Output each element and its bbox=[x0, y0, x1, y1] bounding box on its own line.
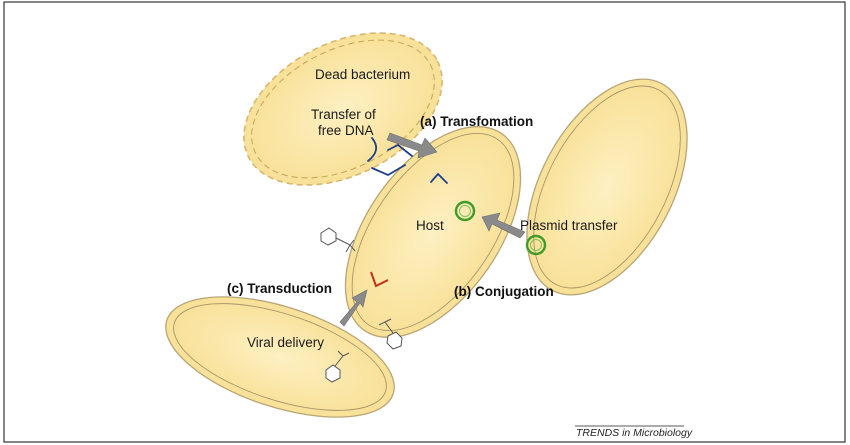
free-dna-fragments bbox=[367, 137, 448, 184]
figure-frame bbox=[3, 1, 846, 443]
plasmid-ring-icon bbox=[525, 234, 547, 256]
bacteriophage-icon bbox=[325, 350, 350, 383]
donor-bacterium bbox=[526, 78, 688, 296]
transfer-label-line2: free DNA bbox=[318, 123, 374, 138]
viral-delivery-label: Viral delivery bbox=[247, 335, 324, 350]
plasmid-ring-icon bbox=[454, 200, 476, 222]
conjugation-arrow bbox=[481, 212, 526, 239]
viral-bacterium bbox=[165, 296, 395, 418]
transfer-label-line1: Transfer of bbox=[311, 107, 376, 122]
transformation-label: (a) Transfomation bbox=[420, 114, 533, 129]
bacteriophage-icon bbox=[320, 227, 356, 253]
transduction-label: (c) Transduction bbox=[227, 281, 332, 296]
host-label: Host bbox=[416, 218, 444, 233]
transformation-arrow bbox=[386, 132, 438, 159]
plasmid-transfer-label: Plasmid transfer bbox=[520, 218, 618, 233]
dead-bacterium-label: Dead bacterium bbox=[315, 67, 410, 82]
viral-dna-fragment bbox=[370, 271, 389, 288]
bacteriophage-icon bbox=[378, 318, 403, 350]
host-bacterium bbox=[344, 126, 522, 338]
conjugation-label: (b) Conjugation bbox=[454, 284, 554, 299]
transduction-arrow bbox=[339, 289, 368, 327]
journal-credit: TRENDS in Microbiology bbox=[576, 427, 693, 439]
